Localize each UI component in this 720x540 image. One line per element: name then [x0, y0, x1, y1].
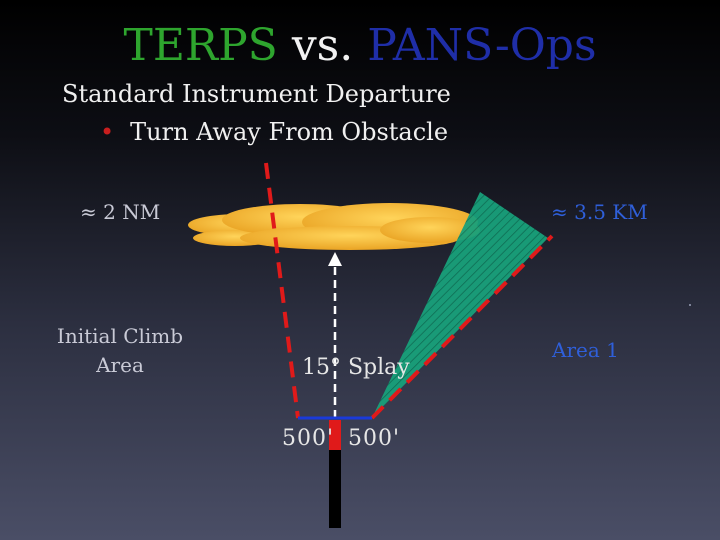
obstacle-cloud-icon [188, 203, 480, 250]
subtitle: Standard Instrument Departure [62, 80, 451, 108]
runway-end [329, 420, 341, 450]
page-title: TERPS vs. PANS-Ops [0, 18, 720, 74]
splay-label: 15° Splay [302, 355, 410, 380]
right-boundary-line [370, 234, 554, 420]
bullet-text: Turn Away From Obstacle [130, 118, 449, 146]
marker-dot [689, 304, 691, 306]
area1-splay-region [372, 192, 548, 418]
title-pansops: PANS-Ops [367, 20, 597, 71]
runway [329, 448, 341, 528]
left-boundary-line [264, 162, 300, 419]
bullet-marker: • [100, 118, 115, 146]
area1-label: Area 1 [552, 338, 619, 362]
width-right-label: 500' [348, 426, 401, 451]
bullet-item: • Turn Away From Obstacle [100, 118, 448, 146]
title-vs: vs. [291, 20, 354, 71]
title-terps: TERPS [123, 20, 278, 71]
distance-km-label: ≈ 3.5 KM [551, 200, 648, 224]
arrow-up-icon [328, 252, 342, 266]
initial-climb-label: Initial Climb Area [56, 324, 184, 377]
width-left-label: 500' [282, 426, 335, 451]
distance-nm-label: ≈ 2 NM [80, 200, 161, 224]
